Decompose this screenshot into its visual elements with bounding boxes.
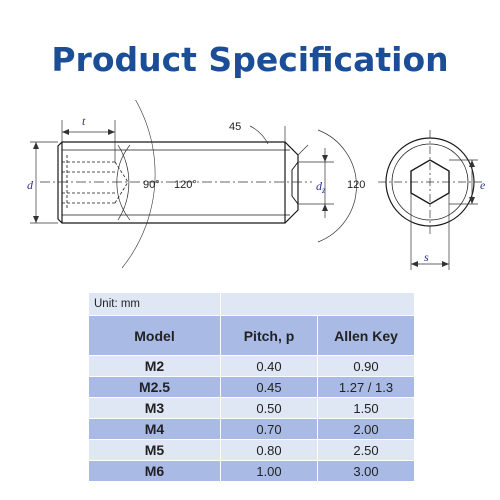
angle-45: 45 — [229, 121, 242, 133]
arc-120-cone — [317, 129, 357, 243]
cell-model: M3 — [88, 397, 221, 419]
label-dz-sub: z — [322, 185, 326, 195]
cell-allen-key: 2.50 — [317, 439, 415, 461]
cell-allen-key: 1.27 / 1.3 — [317, 376, 415, 398]
table-row: M2 0.40 0.90 — [88, 355, 415, 377]
unit-label: Unit: mm — [88, 292, 221, 316]
cell-allen-key: 1.50 — [317, 397, 415, 419]
cell-pitch: 0.80 — [220, 439, 318, 461]
spec-table: Unit: mm Model Pitch, p Allen Key M2 0.4… — [88, 292, 415, 482]
cell-model: M6 — [88, 460, 221, 482]
page-title: Product Specification — [51, 40, 449, 79]
table-row: M4 0.70 2.00 — [88, 418, 415, 440]
cell-model: M5 — [88, 439, 221, 461]
hex-socket — [410, 159, 450, 205]
label-dz-main: d — [316, 179, 322, 193]
cell-allen-key: 2.00 — [317, 418, 415, 440]
angle-120-socket: 120° — [174, 179, 197, 191]
cell-model: M2 — [88, 355, 221, 377]
unit-row: Unit: mm — [88, 292, 415, 316]
table-row: M3 0.50 1.50 — [88, 397, 415, 419]
arc-45 — [249, 125, 269, 145]
unit-row-blank — [220, 292, 415, 316]
cell-model: M4 — [88, 418, 221, 440]
cell-pitch: 0.50 — [220, 397, 318, 419]
label-s: s — [424, 250, 429, 264]
hex-socket-hidden — [62, 155, 129, 210]
arc-120-socket — [116, 144, 131, 221]
header-model: Model — [88, 315, 221, 356]
header-row: Model Pitch, p Allen Key — [88, 315, 415, 356]
cell-model: M2.5 — [88, 376, 221, 398]
header-allen-key: Allen Key — [317, 315, 415, 356]
cell-pitch: 0.40 — [220, 355, 318, 377]
table-row: M2.5 0.45 1.27 / 1.3 — [88, 376, 415, 398]
label-dz: dz — [316, 179, 326, 195]
label-e: e — [480, 178, 486, 192]
angle-90: 90° — [143, 179, 160, 191]
arc-90 — [117, 144, 130, 221]
label-d: d — [27, 178, 33, 192]
table-row: M5 0.80 2.50 — [88, 439, 415, 461]
cell-pitch: 0.70 — [220, 418, 318, 440]
angle-120-cone: 120 — [347, 179, 366, 191]
cone-point — [291, 161, 299, 205]
cell-pitch: 0.45 — [220, 376, 318, 398]
header-pitch: Pitch, p — [220, 315, 318, 356]
cell-allen-key: 0.90 — [317, 355, 415, 377]
arc-large — [121, 100, 156, 269]
label-t: t — [82, 114, 86, 128]
cell-pitch: 1.00 — [220, 460, 318, 482]
cell-allen-key: 3.00 — [317, 460, 415, 482]
table-row: M6 1.00 3.00 — [88, 460, 415, 482]
set-screw-drawing — [30, 100, 482, 270]
